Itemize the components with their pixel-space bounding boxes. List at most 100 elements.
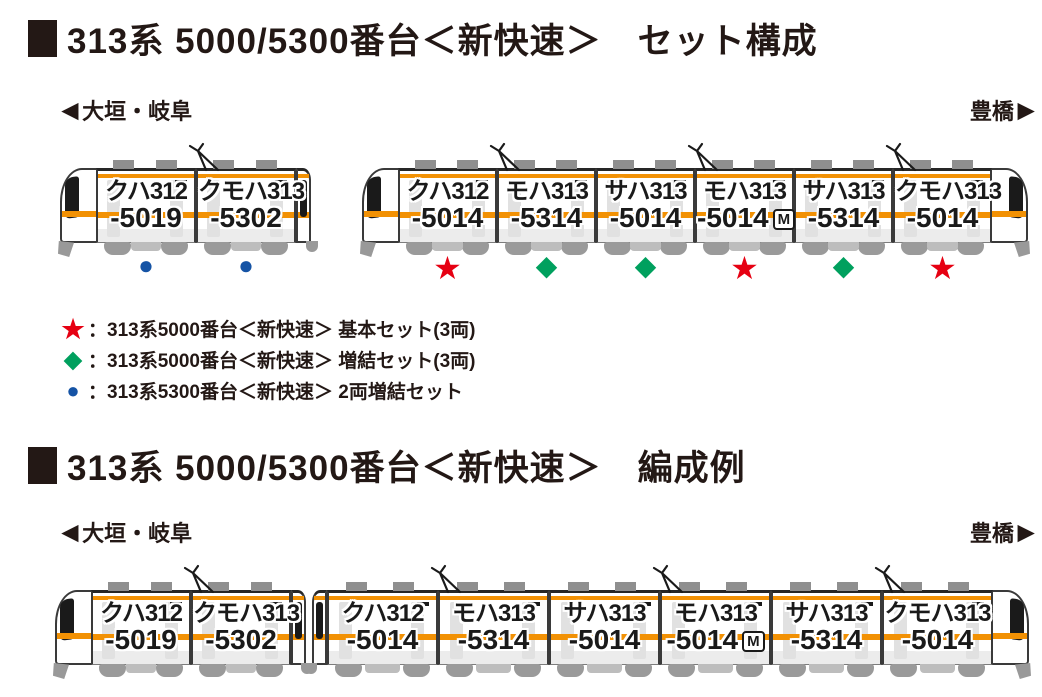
orange-stripe-mid [98,212,194,218]
bogie [514,664,541,677]
roof-equipment [853,160,874,169]
star-icon: ★ [928,250,957,286]
car: サハ313-5014 [596,160,695,255]
underbody-shading [93,651,189,664]
bogie [557,664,584,677]
orange-stripe-top [499,174,594,178]
nose-orange-stripe [992,211,1026,217]
direction-row-1: ◀ 大垣・岐阜 豊橋 ▶ [62,94,1034,126]
underbody-shading [499,229,594,242]
section-title-set-composition: 313系 5000/5300番台＜新快速＞ セット構成 [28,13,818,64]
car: クハ312-5014 [398,160,497,255]
direction-left-label: 大垣・岐阜 [82,99,193,124]
car: サハ313-5314 [794,160,893,255]
pantograph-icon [489,142,521,172]
car-label: サハ313-5314 [773,602,880,654]
motor-mark: M [772,209,796,230]
door-ghost [671,602,685,659]
orange-stripe-top [796,174,891,178]
roof-equipment [208,582,230,591]
diamond-icon: ◆ [535,250,558,281]
car-series: サハ313 [802,178,885,205]
car-number: -5314 [790,624,863,655]
car-number: -5014 [568,624,641,655]
car-label: サハ313-5014 [551,602,658,654]
legend-item-label: ：313系5000番台＜新快速＞ 増結セット(3両) [88,351,476,372]
car: クモハ313-5014 [874,564,993,677]
orange-stripe-top [697,174,792,178]
underfloor-equipment [230,242,262,251]
bogie [779,664,806,677]
door-ghost [507,180,521,237]
circle-icon: ● [66,377,80,403]
underbody-shading [400,229,495,242]
orange-stripe-mid [440,634,547,640]
legend-item-label: ：313系5300番台＜新快速＞ 2両増結セット [88,382,463,403]
roof-equipment [415,160,437,169]
bogie [759,242,786,255]
roof-equipment [901,582,923,591]
orange-stripe-top [198,174,294,178]
orange-stripe-top [329,596,436,600]
roof-equipment [837,582,859,591]
destination-display [270,602,282,606]
roof-equipment [150,582,172,591]
bogie [703,242,730,255]
orange-stripe-top [598,174,693,178]
door-ghost [804,180,818,237]
nose-orange-stripe [993,633,1027,639]
roof-equipment [948,582,970,591]
train-unit-5000-6car-unit: クハ312-5014★モハ313-5314◆サハ313-5014◆モハ313-5… [362,142,1028,308]
legend: ★ ：313系5000番台＜新快速＞ 基本セット(3両) ◆ ：313系5000… [58,313,475,406]
direction-right-label: 豊橋 [969,99,1014,124]
roof-equipment [457,582,479,591]
door-ghost [705,180,719,237]
diamond-icon: ◆ [832,250,855,281]
roof-equipment [514,160,536,169]
door-ghost [966,180,980,237]
destination-display [170,602,182,606]
underbody-shading [598,229,693,242]
underfloor-equipment [587,664,622,673]
car-label: クハ312-5019 [93,602,189,654]
door-ghost [165,602,179,659]
door-ghost [633,602,647,659]
orange-stripe-mid [93,634,189,640]
roof-equipment [790,582,812,591]
underfloor-equipment [432,242,463,251]
diamond-icon: ◆ [64,346,82,372]
car-label: クモハ313-5014 [884,602,991,654]
roof-equipment [613,160,635,169]
underfloor-equipment [927,242,958,251]
door-ghost [903,180,917,237]
door-ghost [570,180,584,237]
car-series: クハ312 [406,178,490,205]
orange-stripe-mid [697,212,792,218]
underfloor-equipment [698,664,733,673]
direction-row-2: ◀ 大垣・岐阜 豊橋 ▶ [62,516,1034,548]
circle-icon: ● [238,250,254,280]
roof-equipment [556,160,577,169]
destination-display [674,180,686,184]
car-number: -5302 [205,624,277,655]
car-number: -5019 [105,624,177,655]
underfloor-equipment [125,664,157,673]
orange-stripe-mid [895,212,990,218]
orange-stripe-mid [198,212,294,218]
orange-stripe-mid [884,634,991,640]
underbody-shading [773,651,880,664]
nose-orange-stripe [62,211,96,217]
right-arrow-icon: ▶ [1017,520,1034,544]
underfloor-equipment [365,664,400,673]
car-label: クハ312-5014 [329,602,436,654]
door-ghost [106,180,120,237]
car-label: モハ313-5314 [440,602,547,654]
underfloor-equipment [531,242,562,251]
roof-equipment [155,160,177,169]
car-series: クハ312 [105,178,188,205]
orange-stripe-mid [193,634,289,640]
legend-item-label: ：313系5000番台＜新快速＞ 基本セット(3両) [88,320,476,341]
